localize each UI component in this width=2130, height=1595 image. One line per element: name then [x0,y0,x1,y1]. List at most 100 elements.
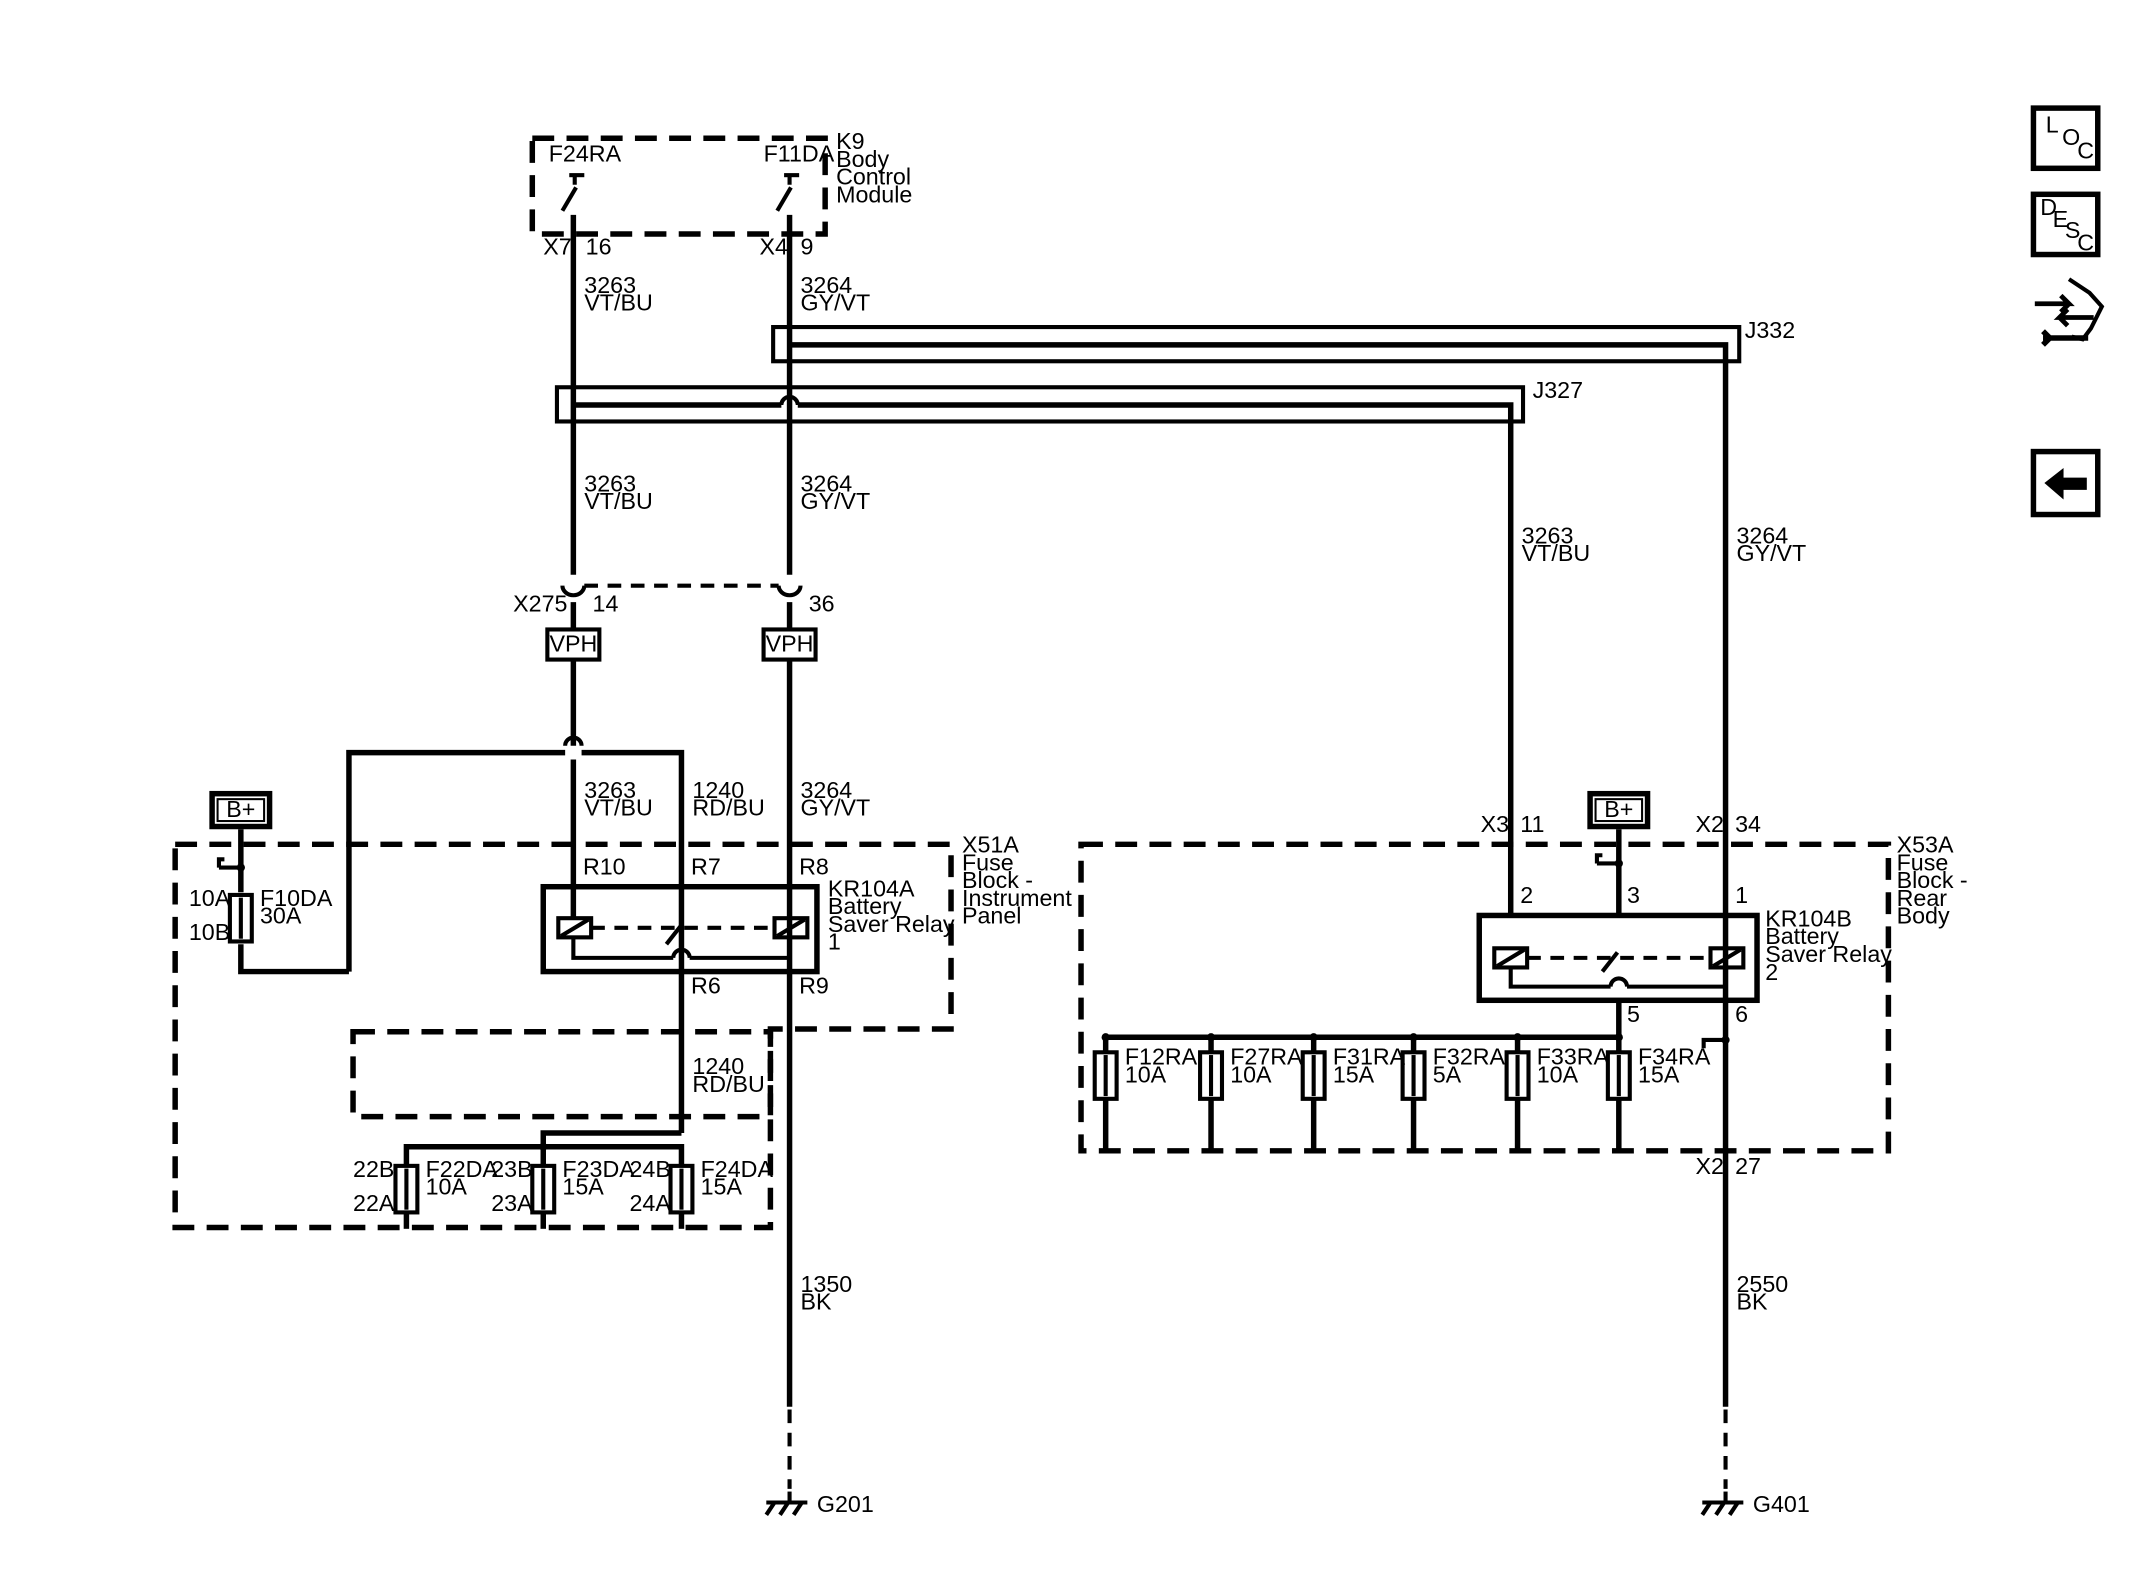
wire-color: VT/BU [584,290,652,316]
svg-text:5: 5 [1627,1001,1640,1027]
wire-color: VT/BU [584,488,652,514]
svg-text:Block -: Block - [1897,867,1968,893]
svg-text:10A: 10A [1230,1061,1272,1087]
svg-text:F22DA: F22DA [426,1156,499,1182]
ground-g201-icon: G201 [764,1491,874,1517]
ground-g401-icon: G401 [1700,1491,1810,1517]
right-fuse-bus: F12RA10AF27RA10AF31RA15AF32RA5AF33RA10AF… [1092,1033,1711,1151]
svg-text:Saver Relay: Saver Relay [828,911,955,937]
wire-color: VT/BU [1522,540,1590,566]
svg-text:C: C [2077,138,2094,164]
fuse-f22da: 22B 22A F22DA 10A [353,1156,498,1229]
svg-text:2: 2 [1520,882,1533,908]
svg-text:E: E [2053,206,2069,232]
wire-color: GY/VT [1736,540,1806,566]
svg-text:Battery: Battery [1765,923,1839,949]
svg-text:11: 11 [1520,811,1544,837]
x53a-fuse-block: X53A Fuse Block - Rear Body X3 11 X2 34 … [1078,811,1968,1179]
svg-text:S: S [2065,217,2081,243]
wiring [346,214,1742,1489]
svg-text:X3: X3 [1481,811,1509,837]
wire-crossover-2 [563,735,584,747]
svg-text:F32RA: F32RA [1433,1044,1506,1070]
svg-text:27: 27 [1735,1153,1761,1179]
svg-text:2: 2 [1765,959,1778,985]
x275-connector: X275 14 36 [513,583,835,617]
svg-text:VPH: VPH [766,630,814,656]
wire-label: 3264 [1736,522,1788,548]
svg-text:Fuse: Fuse [962,849,1014,875]
svg-text:3: 3 [1627,882,1640,908]
svg-text:10A: 10A [189,885,231,911]
svg-text:R10: R10 [583,853,626,879]
wire-label: 2550 [1736,1271,1788,1297]
svg-text:X51A: X51A [962,832,1019,858]
connector-pin-icon [776,585,803,598]
svg-text:22A: 22A [353,1190,395,1216]
x4-connector: X4 [759,234,788,260]
svg-text:15A: 15A [562,1174,604,1200]
wire-label: 1240 [692,777,744,803]
svg-text:22B: 22B [353,1156,394,1182]
svg-text:VPH: VPH [549,630,597,656]
svg-text:Module: Module [836,182,912,208]
fuse-f24da: 24B 24A F24DA 15A [629,1156,773,1229]
svg-text:10A: 10A [1537,1061,1579,1087]
wire-3264-to-rear [789,342,1729,1407]
svg-text:15A: 15A [1333,1061,1375,1087]
svg-text:F31RA: F31RA [1333,1044,1406,1070]
bplus-left: B+ [209,790,273,893]
wire-label: 3263 [584,272,636,298]
loc-button[interactable]: L O C [2030,105,2101,172]
wire-color: BK [801,1289,833,1315]
svg-text:R8: R8 [799,853,829,879]
j327-splice [554,385,1526,424]
svg-text:Rear: Rear [1897,885,1948,911]
svg-text:1: 1 [828,929,841,955]
svg-text:6: 6 [1735,1001,1748,1027]
svg-text:Battery: Battery [828,893,902,919]
k9-label: K9 [836,128,864,154]
svg-text:F23DA: F23DA [562,1156,635,1182]
svg-text:15A: 15A [701,1174,743,1200]
svg-text:F34RA: F34RA [1638,1044,1711,1070]
wire-color: GY/VT [801,488,871,514]
svg-text:Panel: Panel [962,903,1021,929]
wire-label: 3264 [801,470,853,496]
svg-text:14: 14 [593,591,619,617]
svg-text:Fuse: Fuse [1897,849,1949,875]
fuse-f10da: 10A 10B F10DA 30A [189,885,349,975]
svg-text:10A: 10A [1125,1061,1167,1087]
svg-text:34: 34 [1735,811,1761,837]
wire-color: BK [1736,1289,1768,1315]
desc-button[interactable]: D E S C [2030,191,2101,258]
svg-text:Control: Control [836,164,911,190]
wire-3263-to-rear [573,402,1514,915]
k9-body-control-module: K9 Body Control Module F24RA F11DA X7 16… [529,128,912,260]
svg-text:G401: G401 [1753,1491,1810,1517]
svg-text:X2: X2 [1695,1153,1723,1179]
wire-color: RD/BU [692,1071,764,1097]
f11da-label: F11DA [764,140,835,166]
svg-text:F33RA: F33RA [1537,1044,1610,1070]
back-button[interactable] [2030,448,2101,518]
wire-color: RD/BU [692,795,764,821]
svg-text:X2: X2 [1695,811,1723,837]
f24ra-label: F24RA [549,140,622,166]
svg-text:5A: 5A [1433,1061,1462,1087]
wire-crossover [779,394,800,406]
connector-service-icon[interactable] [2034,277,2105,347]
fuse-f23da: 23B 23A F23DA 15A [491,1156,635,1229]
svg-text:36: 36 [809,591,835,617]
x4-pin: 9 [801,234,814,260]
svg-text:F24DA: F24DA [701,1156,774,1182]
svg-text:O: O [2062,124,2080,150]
vph-right: VPH [761,627,818,662]
f11da-switch-icon [775,173,800,212]
wire-label: 3263 [584,470,636,496]
svg-text:23B: 23B [491,1156,532,1182]
wire-color: GY/VT [801,290,871,316]
